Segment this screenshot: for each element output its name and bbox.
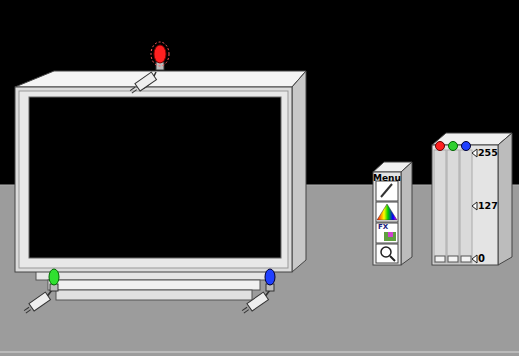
rgb-slider-panel: 255 127 0 [432, 145, 498, 265]
menu-title: Menu [373, 174, 401, 183]
menu-panel: Menu [373, 172, 401, 265]
fx-icon-text: FX [378, 224, 388, 231]
max-value: 255 [478, 148, 498, 158]
mid-value: 127 [478, 201, 498, 211]
min-value: 0 [478, 254, 485, 264]
